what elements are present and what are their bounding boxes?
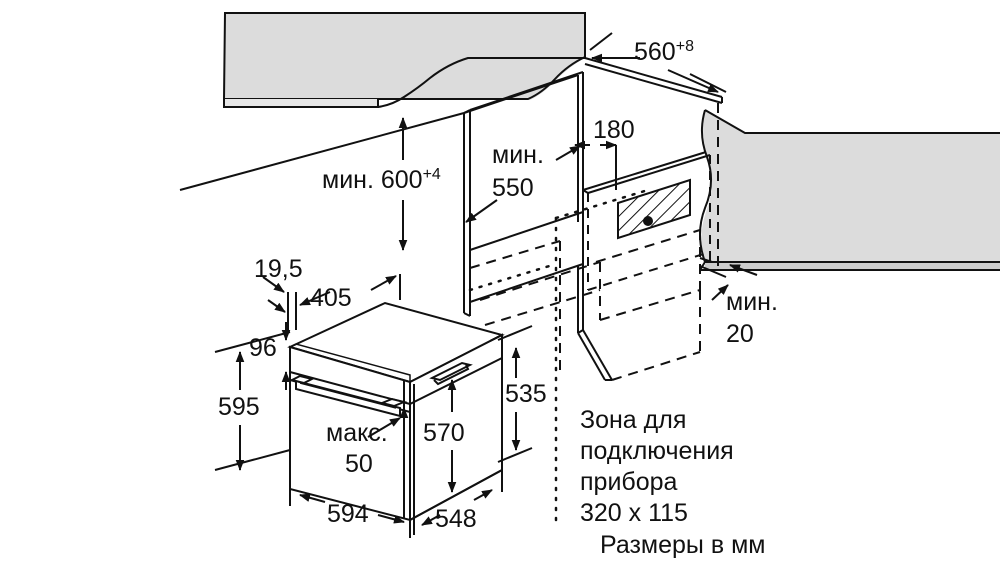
dim-535: [497, 325, 533, 463]
connection-zone-line1: Зона для: [580, 406, 686, 434]
label-panel-depth: 405: [310, 284, 352, 312]
connection-zone-line4: 320 x 115: [580, 499, 688, 527]
oven-appliance: [287, 301, 505, 522]
connection-zone-line2: подключения: [580, 437, 734, 465]
lower-cabinet-guides: [214, 331, 291, 471]
dim-595: [235, 351, 245, 471]
dim-180: [574, 140, 617, 190]
label-panel-thickness: 19,5: [254, 255, 303, 283]
label-niche-height: мин. 600+4: [322, 166, 441, 194]
label-niche-width-value: 550: [492, 174, 534, 202]
dim-19-5: [262, 276, 297, 330]
label-door-gap-prefix: макс.: [326, 419, 388, 447]
units-caption: Размеры в мм: [600, 531, 765, 559]
label-socket-offset: 180: [593, 116, 635, 144]
label-body-depth: 548: [435, 505, 477, 533]
worktop-underside-lines: [584, 57, 723, 104]
dim-570: [447, 379, 457, 493]
dim-20: [699, 257, 758, 301]
connection-zone-line3: прибора: [580, 468, 678, 496]
label-rear-gap-prefix: мин.: [726, 288, 778, 316]
socket-zone-hatch: [617, 178, 691, 240]
dim-594: [289, 489, 411, 538]
dim-548: [413, 470, 503, 535]
label-front-width: 594: [327, 500, 369, 528]
label-niche-width-prefix: мин.: [492, 141, 544, 169]
right-cabinet-structure: [582, 151, 711, 291]
rear-wall-panel: [699, 109, 1000, 271]
dim-96: [281, 322, 291, 390]
cabinet-niche: [179, 71, 613, 381]
dim-405: [299, 274, 401, 306]
label-niche-depth: 560+8: [634, 38, 694, 66]
label-body-depth-top: 535: [505, 380, 547, 408]
label-top-offset: 96: [249, 334, 277, 362]
dim-max-50: [367, 407, 409, 440]
worktop-slab: [222, 12, 586, 108]
label-front-height: 595: [218, 393, 260, 421]
label-body-height: 570: [423, 419, 465, 447]
dim-560: [589, 32, 727, 93]
label-rear-gap-value: 20: [726, 320, 754, 348]
construction-lines: [468, 103, 719, 522]
dim-600: [398, 117, 408, 251]
label-door-gap-value: 50: [345, 450, 373, 478]
